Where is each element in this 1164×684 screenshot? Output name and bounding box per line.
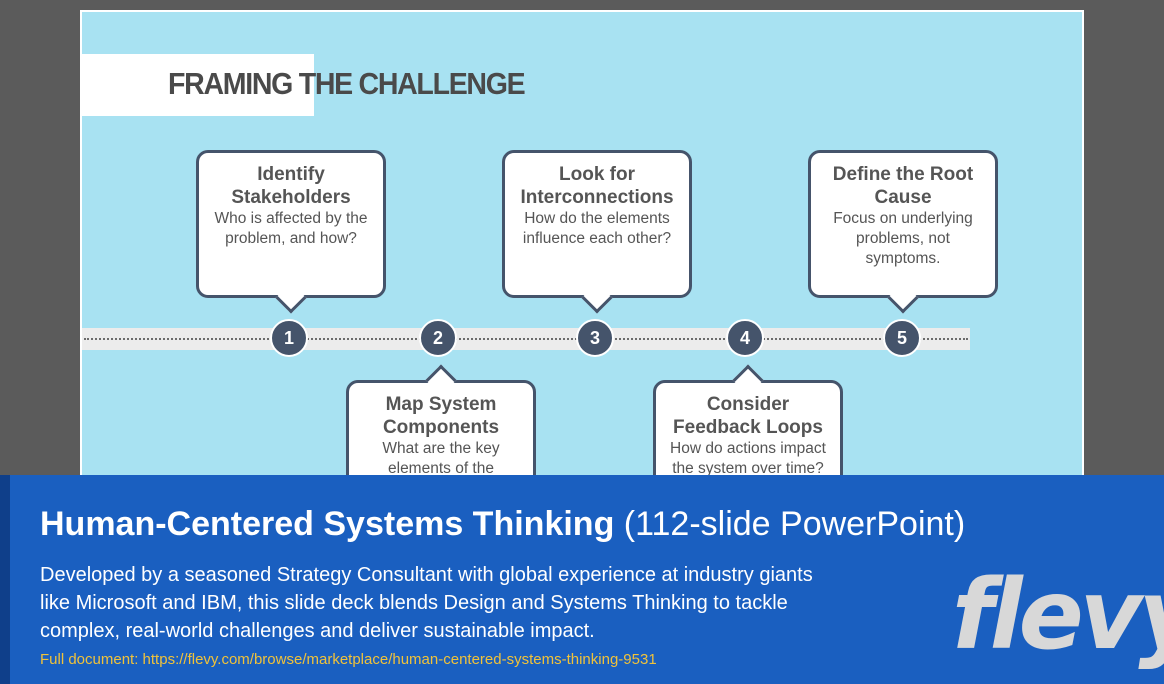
callout-pointer bbox=[275, 282, 307, 314]
banner-accent-stripe bbox=[0, 475, 10, 684]
step-4-heading: Consider Feedback Loops bbox=[673, 394, 823, 438]
step-2-body: What are the key elements of the bbox=[382, 440, 500, 477]
title-box bbox=[82, 54, 314, 116]
step-3-number: 3 bbox=[576, 319, 614, 357]
slide-title: FRAMING THE CHALLENGE bbox=[168, 66, 526, 101]
step-4-number: 4 bbox=[726, 319, 764, 357]
step-5-callout: Define the Root Cause Focus on underlyin… bbox=[808, 150, 998, 314]
callout-pointer bbox=[581, 282, 613, 314]
document-title-slide-count: (112-slide PowerPoint) bbox=[614, 505, 966, 543]
step-5-number: 5 bbox=[883, 319, 921, 357]
info-banner bbox=[0, 475, 1164, 684]
step-5-body: Focus on underlying problems, not sympto… bbox=[833, 210, 973, 267]
step-4-callout: Consider Feedback Loops How do actions i… bbox=[653, 364, 843, 488]
callout-pointer bbox=[425, 364, 457, 396]
callout-pointer bbox=[887, 282, 919, 314]
step-3-heading: Look for Interconnections bbox=[520, 164, 674, 208]
step-2-heading: Map System Components bbox=[382, 394, 500, 438]
step-4-body: How do actions impact the system over ti… bbox=[670, 440, 826, 477]
step-3-callout: Look for Interconnections How do the ele… bbox=[502, 150, 692, 314]
document-description: Developed by a seasoned Strategy Consult… bbox=[40, 564, 813, 642]
step-1-heading: Identify Stakeholders bbox=[231, 164, 351, 208]
callout-pointer bbox=[732, 364, 764, 396]
full-document-link[interactable]: Full document: https://flevy.com/browse/… bbox=[40, 651, 657, 668]
flevy-logo: flevy bbox=[952, 559, 1164, 671]
step-1-callout: Identify Stakeholders Who is affected by… bbox=[196, 150, 386, 314]
step-3-body: How do the elements influence each other… bbox=[522, 210, 672, 247]
timeline-dotted-line bbox=[84, 338, 968, 340]
step-1-number: 1 bbox=[270, 319, 308, 357]
document-title-main: Human-Centered Systems Thinking bbox=[40, 505, 615, 543]
step-2-callout: Map System Components What are the key e… bbox=[346, 364, 536, 488]
document-title: Human-Centered Systems Thinking (112-sli… bbox=[40, 503, 965, 545]
slide-canvas: FRAMING THE CHALLENGE Identify Stakehold… bbox=[80, 10, 1084, 490]
step-5-heading: Define the Root Cause bbox=[832, 164, 974, 208]
step-2-number: 2 bbox=[419, 319, 457, 357]
step-1-body: Who is affected by the problem, and how? bbox=[214, 210, 368, 247]
